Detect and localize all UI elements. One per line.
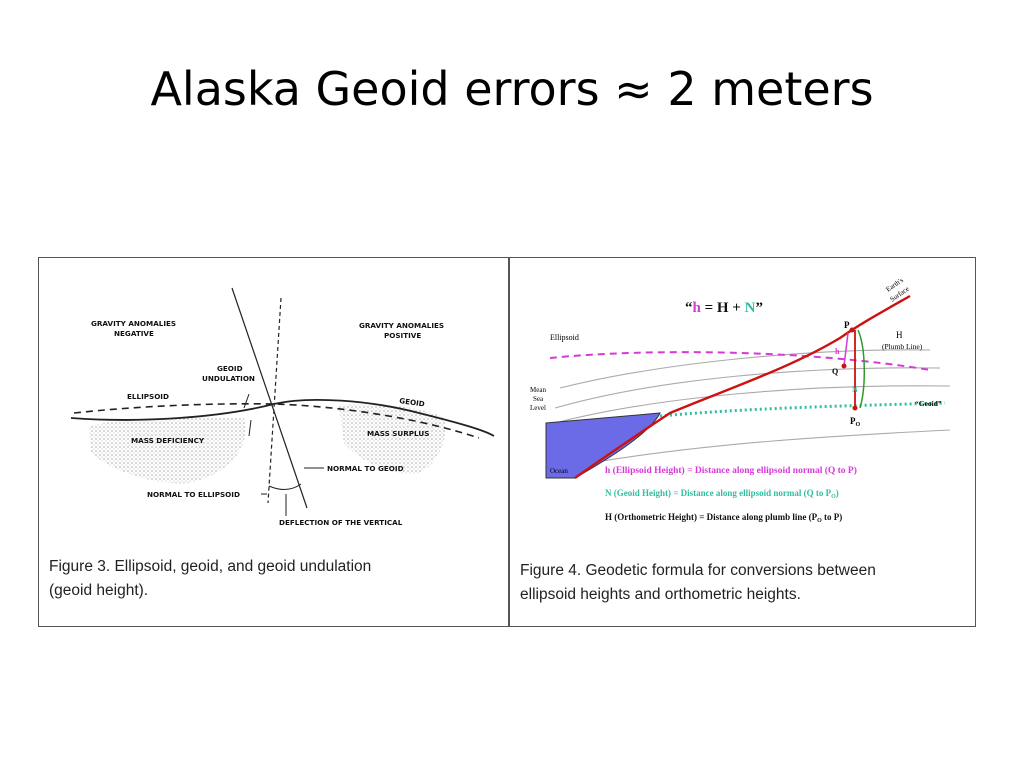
mass-surplus-region	[339, 403, 446, 474]
label-mass-deficiency: MASS DEFICIENCY	[131, 436, 205, 445]
figure3-panel: GRAVITY ANOMALIES NEGATIVE GRAVITY ANOMA…	[39, 258, 508, 626]
figure-container: GRAVITY ANOMALIES NEGATIVE GRAVITY ANOMA…	[38, 257, 976, 627]
label-N-small: N	[852, 385, 858, 394]
label-normal-to-geoid: NORMAL TO GEOID	[327, 464, 404, 473]
figure4-panel: “h = H + N” Ellipsoid Mean Sea	[510, 258, 975, 626]
label-gravity-negative-1: GRAVITY ANOMALIES	[91, 319, 176, 328]
mass-deficiency-region	[89, 417, 246, 484]
grid-curve-1	[559, 349, 931, 389]
formula: “h = H + N”	[685, 300, 763, 316]
figure3-caption-line2: (geoid height).	[49, 582, 149, 599]
N-definition: N (Geoid Height) = Distance along ellips…	[605, 488, 839, 500]
label-geoid: “Geoid”	[915, 399, 942, 408]
label-h-small: h	[835, 347, 840, 356]
ellipsoid-height-line	[843, 332, 849, 367]
label-gravity-positive-1: GRAVITY ANOMALIES	[359, 321, 444, 330]
H-definition: H (Orthometric Height) = Distance along …	[605, 512, 842, 524]
figure3-caption-line1: Figure 3. Ellipsoid, geoid, and geoid un…	[49, 558, 372, 575]
label-ellipsoid: Ellipsoid	[550, 333, 579, 342]
formula-open-quote: “	[685, 300, 693, 316]
formula-close-quote: ”	[755, 300, 763, 316]
figure4-caption: Figure 4. Geodetic formula for conversio…	[520, 559, 970, 607]
label-mass-surplus: MASS SURPLUS	[367, 429, 429, 438]
label-msl-1: Mean	[530, 386, 546, 394]
slide-title: Alaska Geoid errors ≈ 2 meters	[150, 62, 874, 116]
label-ocean: Ocean	[550, 467, 568, 475]
formula-eq: = H +	[701, 300, 745, 316]
grid-curve-2	[554, 367, 941, 409]
formula-h: h	[693, 300, 702, 316]
label-gravity-negative-2: NEGATIVE	[114, 329, 154, 338]
figure3-diagram: GRAVITY ANOMALIES NEGATIVE GRAVITY ANOMA…	[70, 287, 495, 527]
ellipsoid-curve	[549, 351, 931, 371]
label-gravity-positive-2: POSITIVE	[384, 331, 421, 340]
label-geoid-undulation-2: UNDULATION	[202, 374, 255, 383]
figure4-caption-line1: Figure 4. Geodetic formula for conversio…	[520, 562, 876, 579]
figure-divider	[508, 258, 510, 626]
label-P: P	[844, 320, 850, 330]
h-definition: h (Ellipsoid Height) = Distance along el…	[605, 465, 857, 476]
figure3-caption: Figure 3. Ellipsoid, geoid, and geoid un…	[49, 555, 469, 603]
label-msl-2: Sea	[533, 395, 544, 403]
label-ellipsoid: ELLIPSOID	[127, 392, 169, 401]
label-geoid-undulation-1: GEOID	[217, 364, 243, 373]
label-geoid: GEOID	[399, 396, 426, 408]
label-Q: Q	[832, 367, 838, 376]
ellipsoid-line	[73, 403, 480, 439]
normal-to-geoid-line	[231, 287, 308, 509]
geoid-curve	[659, 401, 946, 418]
label-H: H	[896, 330, 903, 340]
label-plumb-line: (Plumb Line)	[882, 342, 923, 351]
deflection-arc	[268, 483, 302, 490]
grid-curve-3	[554, 385, 951, 424]
formula-N: N	[745, 300, 756, 316]
geoid-line	[70, 399, 495, 437]
grid-curve-4	[589, 429, 951, 464]
figure4-caption-line2: ellipsoid heights and orthometric height…	[520, 586, 801, 603]
label-deflection-of-vertical: DEFLECTION OF THE VERTICAL	[279, 518, 403, 527]
normal-to-ellipsoid-line	[267, 297, 282, 504]
figure4-diagram: “h = H + N” Ellipsoid Mean Sea	[530, 276, 951, 524]
orthometric-arc	[857, 329, 866, 409]
label-Po: PO	[850, 416, 861, 428]
label-msl-3: Level	[530, 404, 546, 412]
label-normal-to-ellipsoid: NORMAL TO ELLIPSOID	[147, 490, 240, 499]
earth-surface-curve	[574, 294, 911, 479]
